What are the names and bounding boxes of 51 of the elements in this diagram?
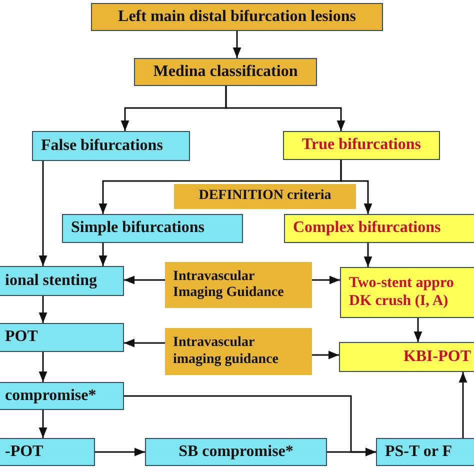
box-text: compromise* (5, 386, 96, 406)
arrow (38, 161, 48, 266)
box-text: False bifurcations (41, 136, 163, 156)
process-box (145, 438, 327, 466)
arrow (38, 410, 48, 438)
process-box (0, 266, 124, 296)
box-text: SB compromise* (178, 442, 294, 462)
arrow (95, 448, 145, 456)
arrow (458, 372, 468, 438)
box-text: PS-T or F (385, 442, 452, 462)
process-box (339, 342, 474, 372)
arrow (38, 352, 48, 382)
label-box (174, 184, 356, 209)
arrow (414, 318, 422, 342)
process-box (0, 382, 124, 410)
box-text: True bifurcations (302, 136, 421, 155)
box-text: ional stenting (5, 272, 98, 290)
arrow (38, 296, 48, 323)
arrow (364, 243, 372, 267)
box-text: -POT (5, 442, 44, 462)
process-box (284, 214, 474, 243)
process-box (32, 131, 190, 161)
box-text: POT (5, 328, 38, 347)
label-box (134, 58, 317, 86)
box-text: KBI-POT (403, 348, 471, 366)
process-box (283, 131, 440, 160)
arrow (232, 31, 242, 58)
arrow (312, 350, 339, 360)
box-text: Complex bifurcations (293, 219, 441, 238)
box-text: Intravascular imaging guidance (173, 335, 280, 368)
process-box (0, 438, 95, 466)
arrow (98, 243, 108, 266)
arrow (312, 276, 340, 284)
box-text: Medina classification (153, 62, 298, 82)
label-box (91, 3, 383, 31)
arrow (225, 86, 346, 131)
arrow (340, 160, 372, 214)
process-box (62, 214, 243, 243)
label-box (165, 262, 312, 308)
arrow (124, 338, 165, 348)
process-box (376, 438, 474, 466)
process-box (0, 323, 124, 352)
process-box (340, 267, 474, 318)
box-text: Simple bifurcations (71, 219, 204, 238)
box-text: DEFINITION criteria (198, 188, 332, 205)
box-text: Intravascular Imaging Guidance (173, 268, 285, 302)
arrow (124, 276, 165, 284)
box-text: Left main distal bifurcation lesions (118, 8, 356, 26)
label-box (165, 328, 312, 375)
box-text: Two-stent appro DK crush (I, A) (349, 275, 455, 310)
arrow (124, 395, 376, 456)
